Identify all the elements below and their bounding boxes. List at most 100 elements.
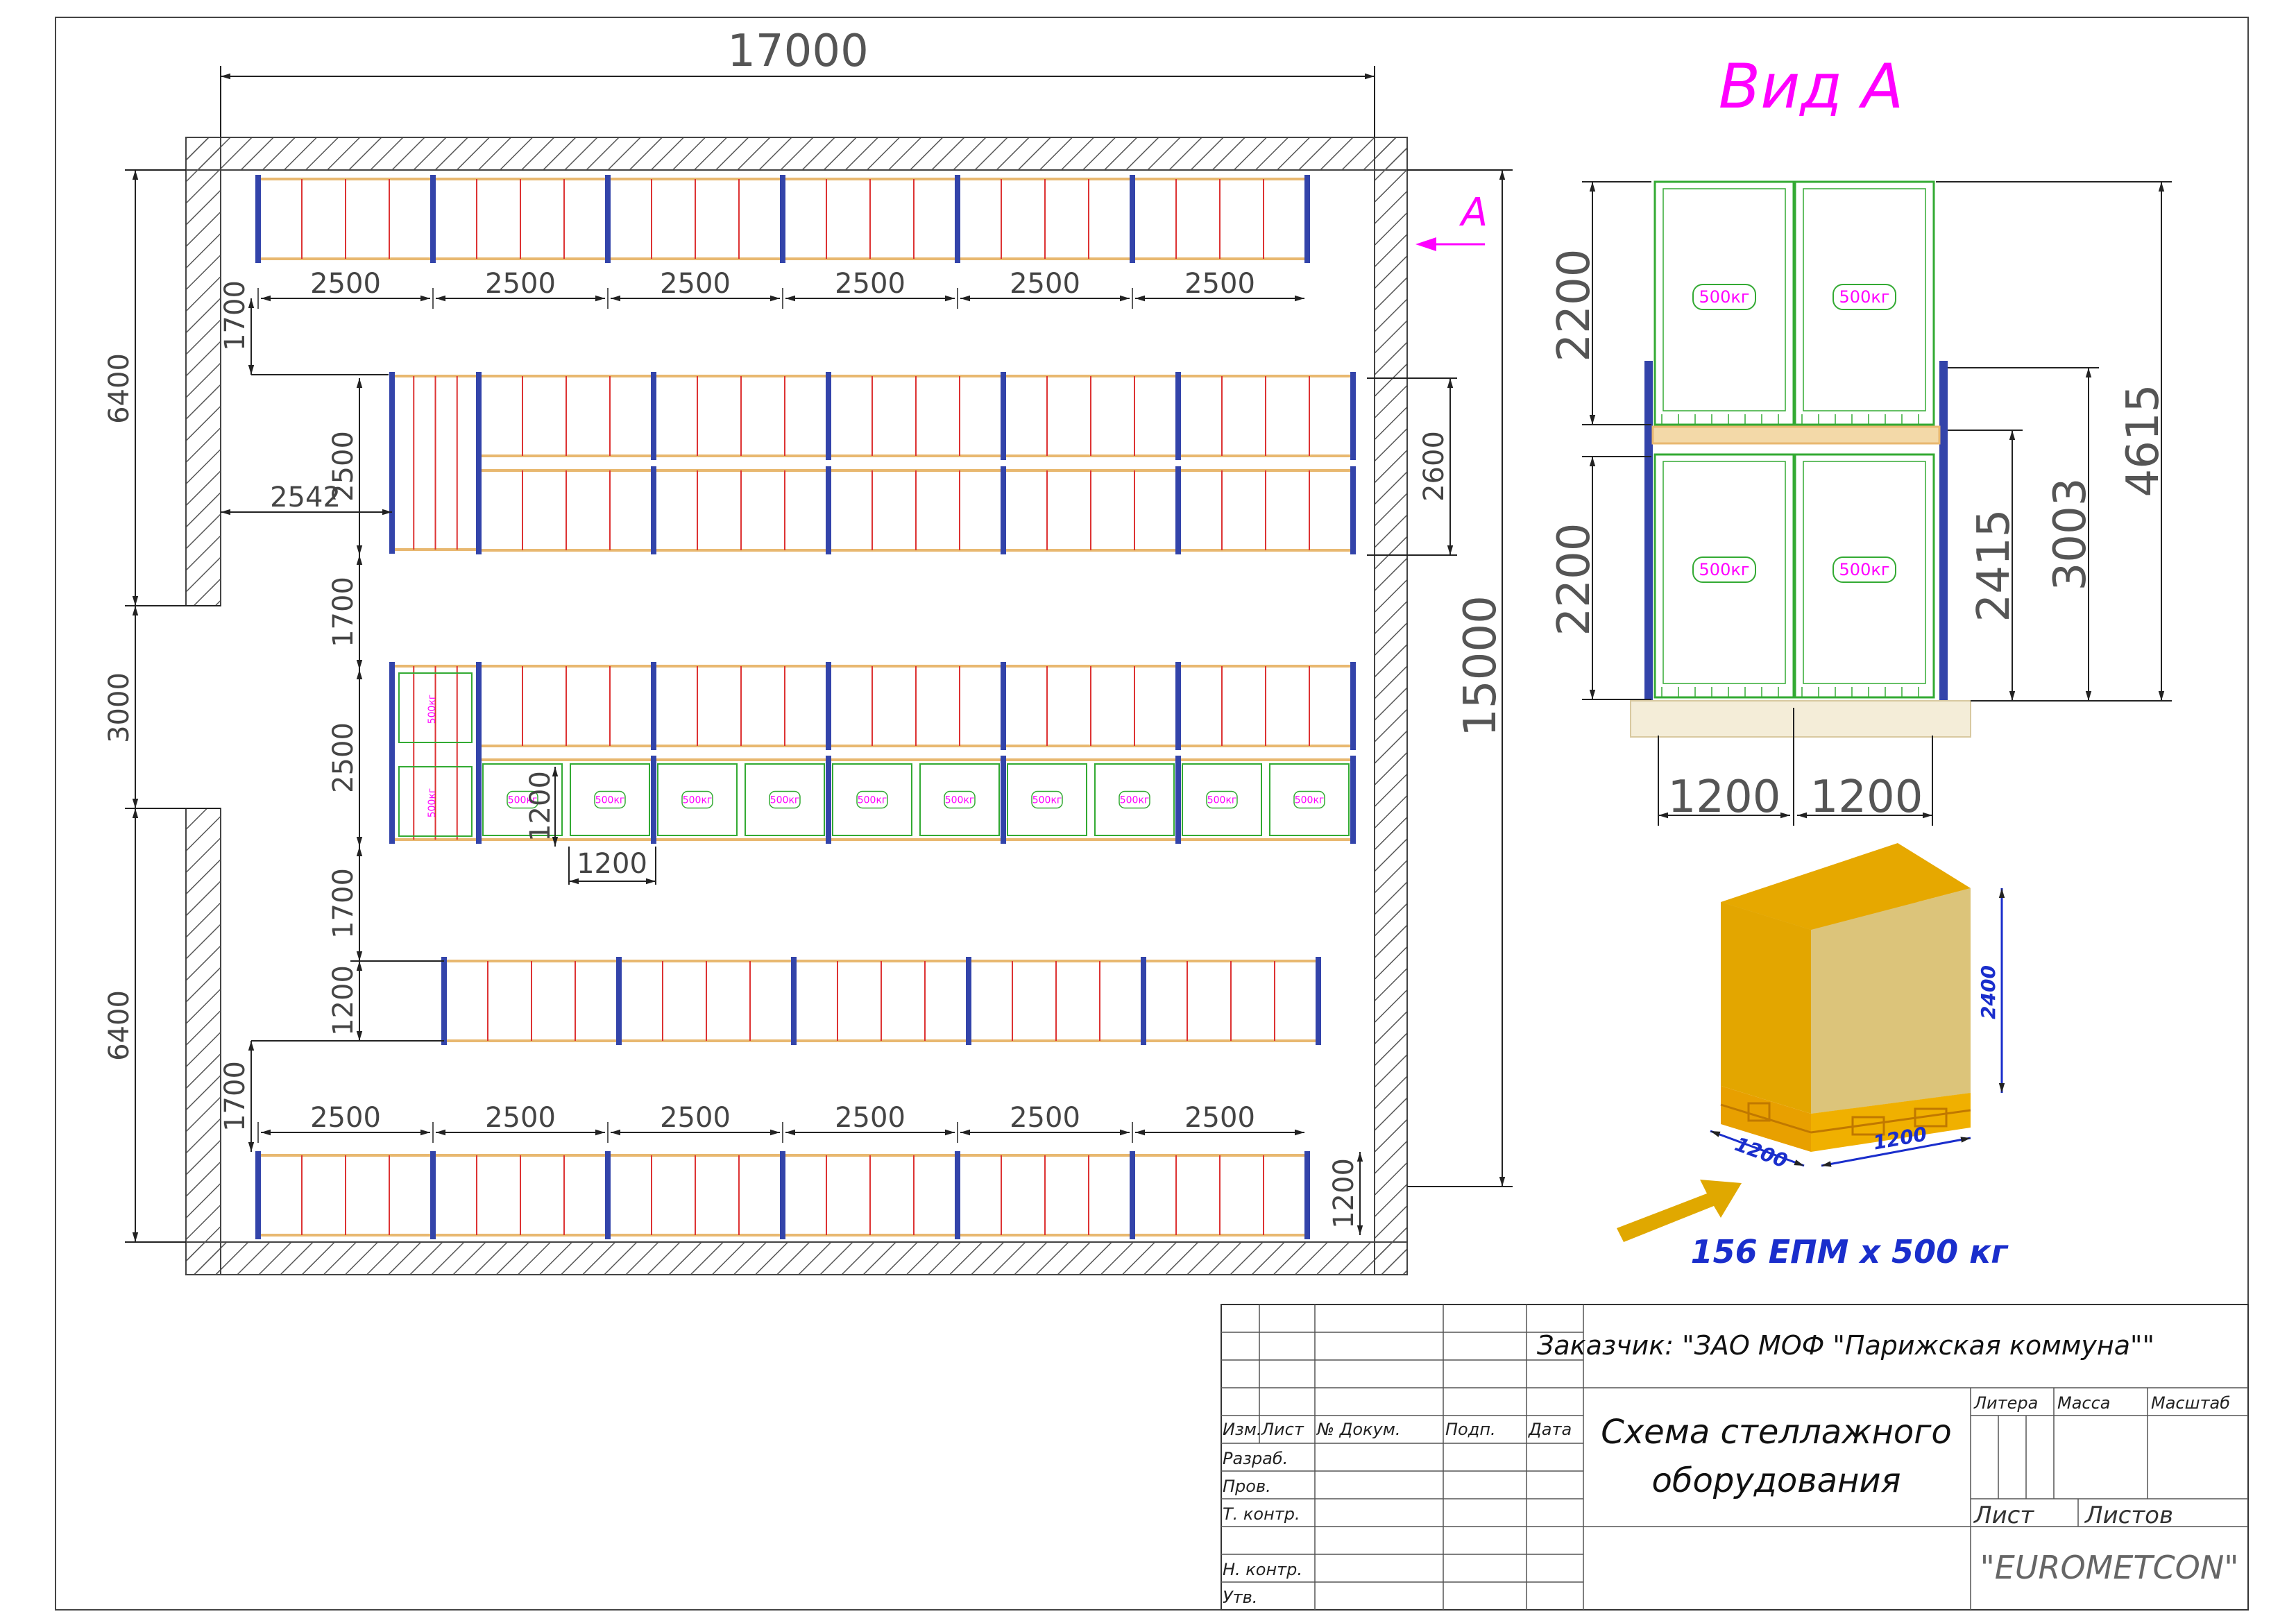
block2-depth-label: 2500 (328, 722, 359, 793)
rack-upright (616, 957, 622, 1045)
pallet-tag (594, 790, 626, 809)
pallet-box-front (1721, 902, 1811, 1114)
pallet (745, 763, 825, 836)
rack-upright (255, 1151, 261, 1239)
row-razrab: Разраб. (1223, 1449, 1288, 1468)
rack-rows: 500кг 500кг 500кг 500кг 500кг 500кг 500кг 500кг… (255, 175, 1356, 1239)
listov-label: Листов (2084, 1502, 2173, 1529)
rack-upright (476, 372, 482, 554)
view-a-pallet-inner (1803, 461, 1926, 684)
pallet-tag (769, 790, 801, 809)
rack-upright (430, 175, 436, 263)
single-depth-label: 1200 (328, 965, 359, 1036)
pallet-label: 500кг (427, 788, 438, 818)
view-a-pallet (1794, 453, 1935, 699)
overall-width-label: 17000 (727, 26, 869, 77)
row-prov: Пров. (1223, 1477, 1271, 1496)
rack-upright (1130, 175, 1135, 263)
pallet (398, 672, 473, 743)
view-a-pallet-tag (1832, 284, 1896, 310)
pallet-depth-label: 1200 (525, 771, 556, 842)
bay-width-label-bottom-5: 2500 (1010, 1102, 1080, 1134)
rack-upright (1141, 957, 1146, 1045)
rack-upright (955, 1151, 960, 1239)
overall-height-label: 15000 (1455, 595, 1506, 737)
view-a-pallet-tag (1692, 556, 1756, 583)
offset-label: 2542 (270, 482, 341, 513)
pallet (832, 763, 912, 836)
pallet-label: 500кг (683, 795, 713, 806)
col-doc: № Докум. (1316, 1420, 1400, 1439)
pallet (1182, 763, 1262, 836)
view-a-pallet-tag (1832, 556, 1896, 583)
row-utv: Утв. (1223, 1588, 1257, 1607)
rack-upright (476, 662, 482, 844)
col-sign: Подп. (1445, 1420, 1496, 1439)
pallet-label: 500кг (1207, 795, 1237, 806)
pallet-box-top (1721, 843, 1971, 930)
block1-depth-label: 2500 (328, 431, 359, 502)
view-a-pallet-tag (1692, 284, 1756, 310)
rack-upright (255, 175, 261, 263)
view-a-h5: 4615 (2118, 384, 2169, 498)
rack-upright (955, 175, 960, 263)
left-dim-mid: 3000 (103, 672, 135, 743)
rack-upright (780, 1151, 785, 1239)
pallet (657, 763, 738, 836)
aisle-label-3: 1700 (328, 868, 359, 939)
view-a-pallet-inner (1663, 188, 1786, 411)
rack-upright (1001, 662, 1006, 750)
rack-upright (651, 466, 656, 554)
rack-upright (826, 466, 831, 554)
rack-upright (1175, 662, 1181, 750)
view-a-pallet-label: 500кг (1839, 560, 1890, 579)
rack-upright (605, 175, 611, 263)
left-dim-bottom: 6400 (103, 990, 135, 1061)
pallet (570, 763, 650, 836)
bay-width-label-top-4: 2500 (835, 268, 905, 300)
pallet-3d: 2400 1200 1200 156 ЕПМ х 500 кг (1617, 843, 2009, 1271)
rack-upright (1001, 372, 1006, 460)
bay-width-label-bottom-4: 2500 (835, 1102, 905, 1134)
bay-width-label-top-3: 2500 (660, 268, 731, 300)
rack-upright (1130, 1151, 1135, 1239)
rack-row-block1-a (476, 372, 1356, 460)
view-a-h1: 2200 (1549, 249, 1600, 362)
bay-width-label-top-1: 2500 (310, 268, 381, 300)
rack-row-block2-a (476, 662, 1356, 750)
col-date: Дата (1528, 1420, 1572, 1439)
pallet-label: 500кг (1120, 795, 1150, 806)
rack-upright (1001, 756, 1006, 844)
rack-upright (389, 662, 395, 844)
rack-upright (1304, 175, 1310, 263)
rack-upright (1001, 466, 1006, 554)
rack-upright (1175, 756, 1181, 844)
building-walls (185, 137, 1408, 1275)
rack-upright (651, 756, 656, 844)
pallet-label: 500кг (1295, 795, 1325, 806)
pallet-label: 500кг (595, 795, 625, 806)
rack-row-bottom (255, 1151, 1310, 1239)
view-a-marker-label: A (1459, 190, 1488, 235)
direction-arrow-icon (1617, 1180, 1742, 1242)
rack-upright (1316, 957, 1321, 1045)
title-block: Заказчик: "ЗАО МОФ "Парижская коммуна"" … (1221, 1304, 2249, 1611)
view-a-w2: 1200 (1810, 772, 1923, 823)
pallet (1007, 763, 1087, 836)
pallet (919, 763, 1000, 836)
view-a-pallet (1653, 453, 1795, 699)
view-a-pallet-label: 500кг (1839, 287, 1890, 307)
left-dim-top: 6400 (103, 353, 135, 424)
pallet-label: 500кг (508, 795, 538, 806)
rack-upright (389, 372, 395, 554)
row-nkontr: Н. контр. (1223, 1560, 1302, 1579)
rack-upright (430, 1151, 436, 1239)
pallet-label: 500кг (945, 795, 975, 806)
aisle-label-2: 1700 (328, 577, 359, 647)
pallet-label: 500кг (427, 695, 438, 724)
rack-upright (1350, 756, 1356, 844)
bay-width-label-bottom-3: 2500 (660, 1102, 731, 1134)
view-a-h4: 3003 (2045, 478, 2096, 591)
rack-upright (1304, 1151, 1310, 1239)
